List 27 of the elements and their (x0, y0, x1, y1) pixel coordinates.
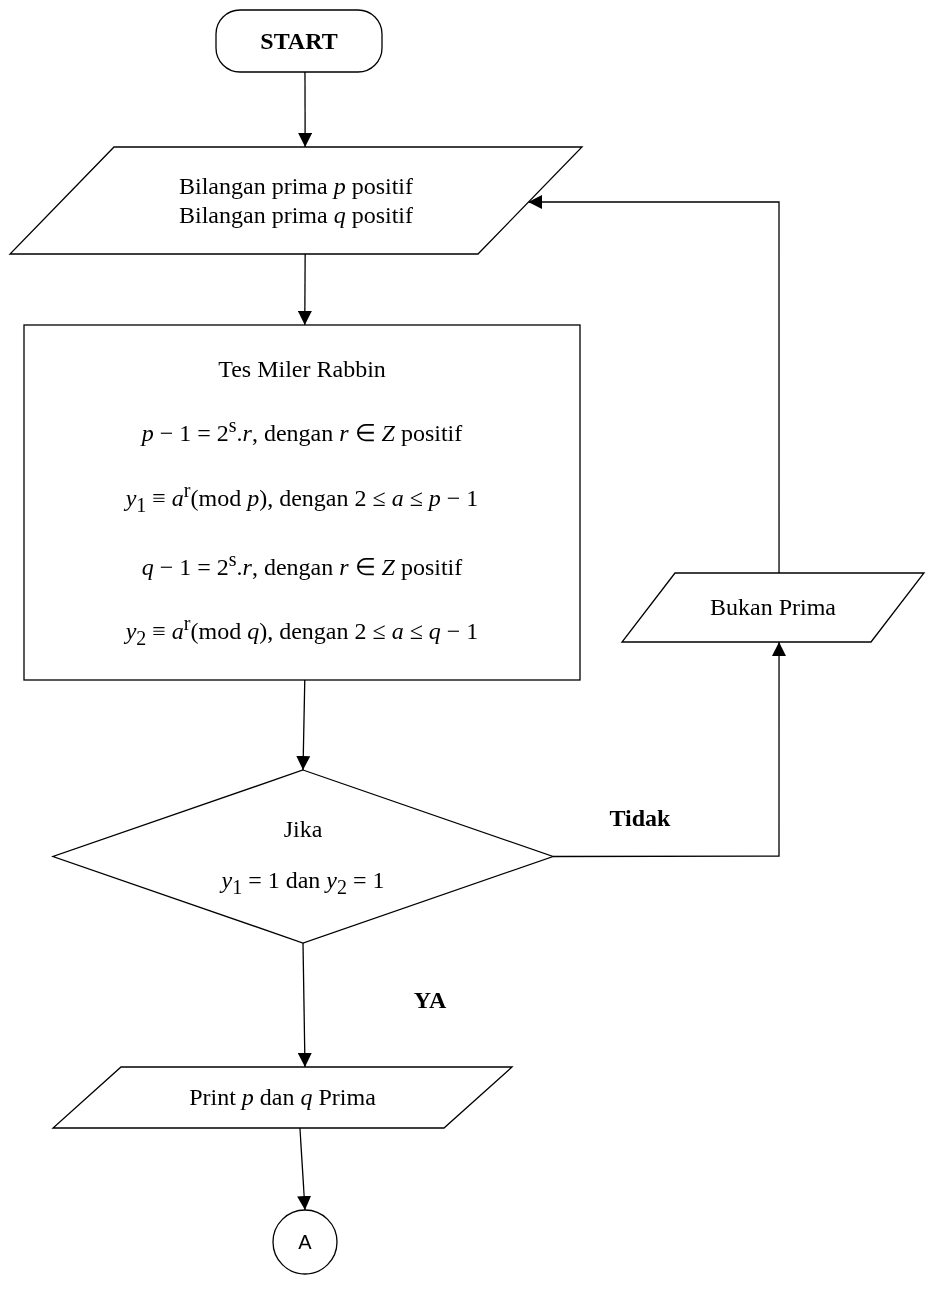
node-text: START (260, 26, 338, 56)
node-text: y$_{2}$ ≡ a$^{r}$(mod q), dengan 2 ≤ a ≤ q − 1 (125, 611, 479, 651)
arrow (552, 641, 787, 858)
arrow (297, 253, 312, 326)
arrow (297, 942, 312, 1068)
arrow (296, 679, 311, 771)
node-text: p − 1 = 2$^{s}$.r, dengan r ∈ Z positif (141, 413, 463, 449)
output-parallelogram (53, 1067, 512, 1128)
node-text: y$_{1}$ ≡ a$^{r}$(mod p), dengan 2 ≤ a ≤ p − 1 (125, 478, 479, 517)
output-parallelogram (622, 573, 924, 642)
node-text: Bilangan prima q positif (179, 200, 413, 230)
node-text: Bukan Prima (710, 593, 836, 622)
node-text: q − 1 = 2$^{s}$.r, dengan r ∈ Z positif (141, 546, 463, 582)
node-text: y$_{1}$ = 1 dan y$_{2}$ = 1 (221, 865, 385, 899)
node-text: A (298, 1230, 312, 1254)
arrow (298, 71, 313, 148)
arrow (527, 195, 780, 574)
node-text: Tes Miler Rabbin (218, 354, 386, 384)
node-text: Jika (283, 814, 323, 844)
arrow (297, 1127, 312, 1211)
connector-circle (273, 1210, 337, 1274)
input-parallelogram (10, 147, 582, 254)
decision-diamond (53, 770, 553, 943)
terminal-box (216, 10, 382, 72)
node-text: Bilangan prima p positif (179, 171, 413, 201)
node-text: Print p dan q Prima (189, 1083, 376, 1112)
process-box (24, 325, 580, 680)
